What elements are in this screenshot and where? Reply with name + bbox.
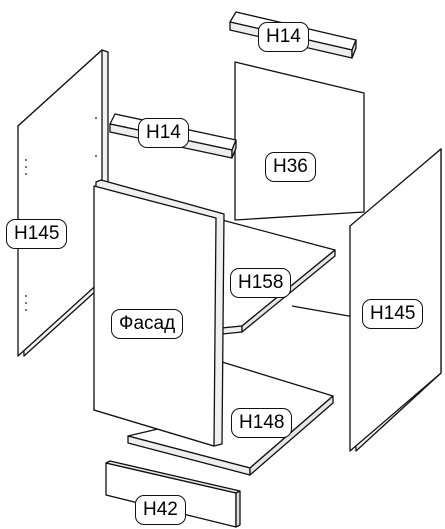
label-middle-shelf: H158 (230, 268, 292, 298)
label-left-side: H145 (6, 219, 68, 249)
left-side-panel-part (17, 49, 109, 357)
label-bottom-shelf: H148 (231, 408, 293, 438)
label-front-door: Фасад (111, 309, 184, 339)
assembly-guide-line (291, 305, 361, 319)
bottom-shelf-part (127, 361, 334, 476)
back-panel-part (234, 61, 365, 221)
label-top-small-shelf: H14 (258, 22, 309, 52)
label-inner-small-shelf: H14 (138, 118, 189, 148)
label-right-side: H145 (362, 299, 424, 329)
label-plinth: H42 (135, 495, 186, 525)
label-back-panel: H36 (265, 152, 316, 182)
